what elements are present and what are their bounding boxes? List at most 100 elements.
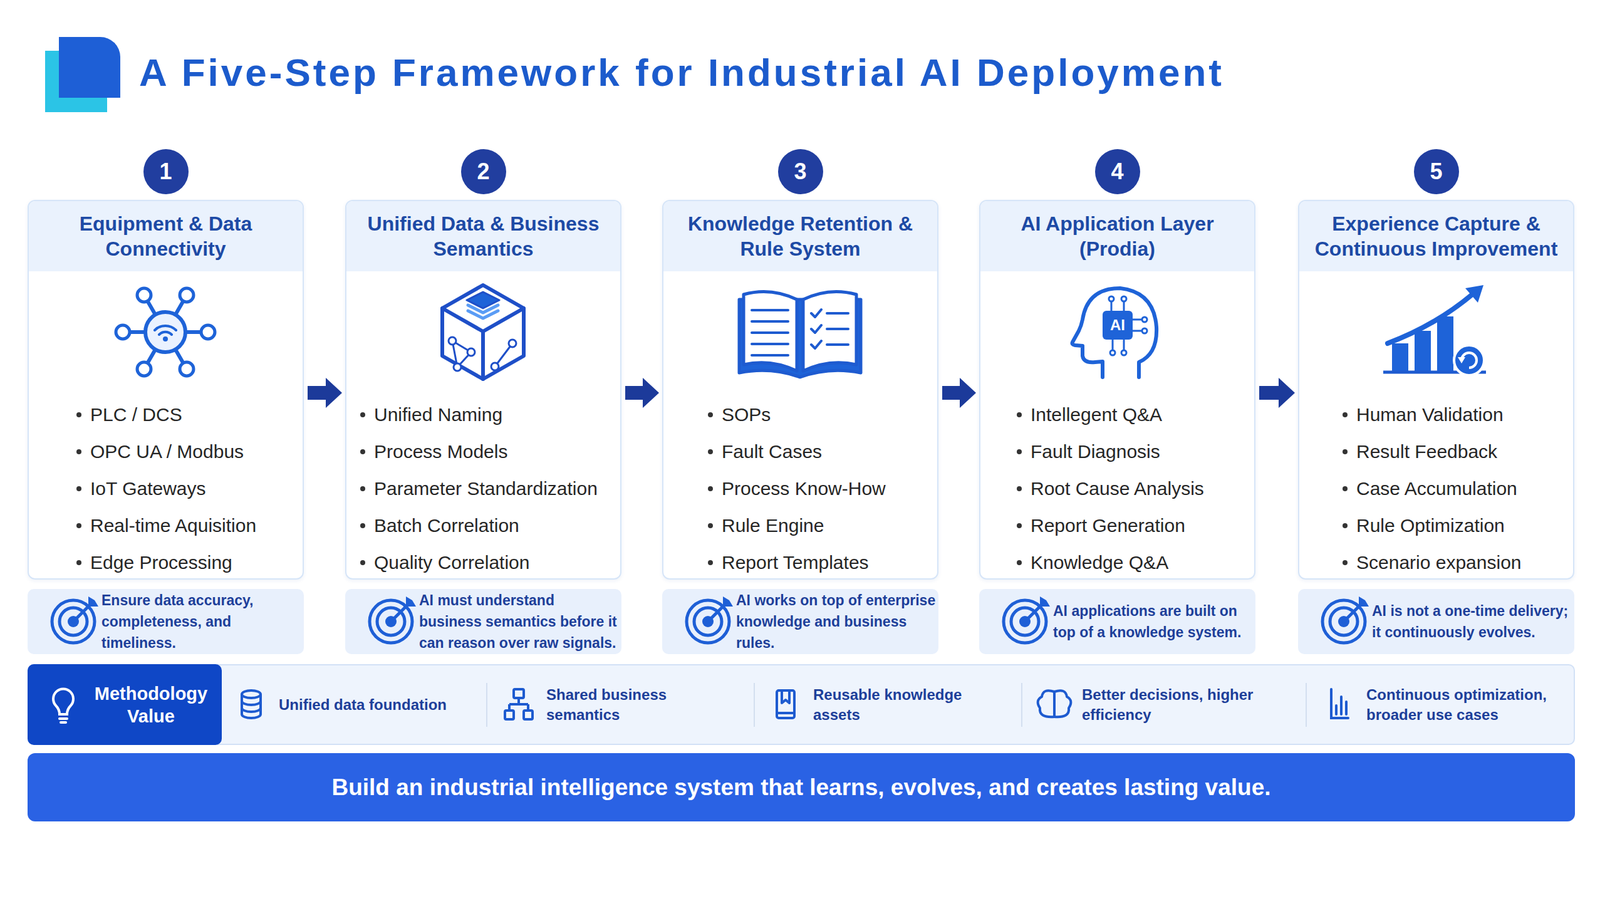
bullet-row: Knowledge Q&A bbox=[980, 543, 1255, 581]
bullet-dot bbox=[707, 412, 713, 418]
bullet-text: Unified Naming bbox=[374, 404, 503, 426]
bullet-text: Rule Optimization bbox=[1356, 514, 1505, 537]
callout-text-box: AI applications are built on top of a kn… bbox=[1053, 588, 1253, 655]
methodology-box: Methodology Value bbox=[27, 664, 222, 745]
bullet-dot bbox=[76, 560, 82, 566]
separator-line bbox=[753, 682, 755, 727]
brain-icon bbox=[1053, 690, 1056, 718]
title-logo bbox=[45, 36, 121, 113]
lightbulb-icon bbox=[60, 721, 66, 724]
target-icon bbox=[1322, 596, 1369, 643]
callout-text-box: AI works on top of enterprise knowledge … bbox=[736, 588, 936, 655]
brain-icon bbox=[1038, 690, 1072, 718]
separator-line bbox=[1021, 682, 1023, 727]
goal-callout: AI works on top of enterprise knowledge … bbox=[662, 588, 939, 655]
database-icon bbox=[241, 690, 261, 698]
data-cube-icon bbox=[442, 285, 524, 380]
bullet-list: SOPsFault CasesProcess Know-HowRule Engi… bbox=[663, 395, 938, 581]
flow-arrow bbox=[1259, 377, 1295, 408]
callout-text: Ensure data accuracy, completeness, and … bbox=[101, 589, 302, 654]
checklist-book-icon bbox=[826, 313, 849, 345]
bullet-text: Knowledge Q&A bbox=[1030, 551, 1169, 574]
network-hub-icon bbox=[165, 295, 187, 333]
checklist-book-icon bbox=[739, 291, 861, 378]
bullet-dot bbox=[707, 449, 713, 455]
flow-arrow bbox=[307, 377, 343, 408]
bullet-text: Quality Correlation bbox=[374, 551, 530, 574]
step-number: 3 bbox=[778, 149, 824, 195]
bullet-row: Batch Correlation bbox=[346, 506, 621, 544]
bullet-row: Real-time Aquisition bbox=[28, 506, 303, 544]
bullet-dot bbox=[1016, 412, 1022, 418]
bullet-row: Case Accumulation bbox=[1299, 469, 1574, 507]
bullet-dot bbox=[707, 523, 713, 529]
lightbulb-icon bbox=[59, 717, 68, 720]
data-cube-icon bbox=[453, 363, 462, 371]
bullet-row: IoT Gateways bbox=[28, 469, 303, 507]
data-cube-icon bbox=[467, 348, 475, 356]
hierarchy-icon bbox=[504, 689, 533, 720]
bullet-list: Intellegent Q&AFault DiagnosisRoot Cause… bbox=[980, 395, 1255, 581]
callout-text-box: AI is not a one-time delivery; it contin… bbox=[1371, 588, 1572, 655]
database-icon bbox=[241, 694, 261, 718]
flow-arrow bbox=[942, 377, 977, 408]
bullet-row: Rule Optimization bbox=[1299, 506, 1574, 544]
hierarchy-icon bbox=[509, 697, 529, 711]
hierarchy-icon bbox=[513, 689, 524, 698]
checklist-book-icon bbox=[739, 299, 861, 378]
goal-callout: AI is not a one-time delivery; it contin… bbox=[1298, 588, 1575, 655]
value-text: Reusable knowledge assets bbox=[813, 684, 989, 725]
bullet-dot bbox=[1016, 523, 1022, 529]
step-number: 1 bbox=[143, 149, 189, 195]
bullet-dot bbox=[360, 449, 366, 455]
target-icon bbox=[1003, 596, 1050, 643]
brain-icon bbox=[1054, 690, 1071, 717]
bullet-row: Report Templates bbox=[663, 543, 938, 581]
value-text: Better decisions, higher efficiency bbox=[1081, 684, 1289, 725]
network-hub-icon bbox=[144, 295, 166, 333]
lightbulb-icon bbox=[53, 688, 74, 715]
bullet-row: Scenario expansion bbox=[1299, 543, 1574, 581]
step-card: AI Application Layer (Prodia) Intellegent… bbox=[979, 199, 1256, 580]
card-heading: Knowledge Retention & Rule System bbox=[668, 211, 933, 262]
bullet-row: Rule Engine bbox=[663, 506, 938, 544]
value-text: Continuous optimization, broader use cas… bbox=[1366, 684, 1572, 725]
step-number-text: 4 bbox=[1110, 159, 1124, 185]
network-hub-icon bbox=[115, 288, 215, 376]
network-hub-icon bbox=[137, 288, 151, 302]
step-card: Unified Data & Business SemanticsUnified… bbox=[345, 199, 622, 580]
bullet-text: Fault Cases bbox=[721, 441, 822, 463]
bullet-dot bbox=[76, 523, 82, 529]
ai-head-icon bbox=[1072, 288, 1158, 378]
data-cube-icon bbox=[467, 305, 499, 313]
goal-callout: Ensure data accuracy, completeness, and … bbox=[27, 588, 304, 655]
step-number-text: 5 bbox=[1429, 159, 1443, 185]
bullet-dot bbox=[1342, 449, 1348, 455]
step-number-text: 2 bbox=[476, 159, 490, 185]
ai-head-icon bbox=[1072, 288, 1158, 378]
network-hub-icon bbox=[145, 311, 186, 353]
network-hub-icon bbox=[122, 330, 166, 334]
step-number-text: 3 bbox=[793, 159, 807, 185]
separator-line bbox=[486, 682, 1307, 727]
growth-chart-icon bbox=[1392, 343, 1409, 371]
knowledge-book-icon bbox=[781, 690, 790, 703]
bullet-row: Intellegent Q&A bbox=[980, 395, 1255, 433]
bullet-dot bbox=[360, 486, 366, 492]
bullet-row: SOPs bbox=[663, 395, 938, 433]
callout-text: AI works on top of enterprise knowledge … bbox=[736, 589, 936, 654]
bullet-list: Human ValidationResult FeedbackCase Accu… bbox=[1299, 395, 1574, 581]
bullet-text: Real-time Aquisition bbox=[90, 514, 257, 537]
card-header-band: Unified Data & Business Semantics bbox=[346, 201, 621, 272]
bullet-dot bbox=[1342, 523, 1348, 529]
checklist-book-icon bbox=[751, 310, 789, 356]
bullet-dot bbox=[76, 486, 82, 492]
target-icon bbox=[686, 596, 733, 643]
knowledge-book-icon bbox=[776, 711, 795, 715]
separator-line bbox=[486, 682, 488, 727]
card-header-band: AI Application Layer (Prodia) bbox=[980, 201, 1255, 272]
bullet-text: Result Feedback bbox=[1356, 441, 1498, 463]
growth-chart-icon bbox=[1414, 330, 1431, 371]
database-icon bbox=[241, 701, 261, 712]
